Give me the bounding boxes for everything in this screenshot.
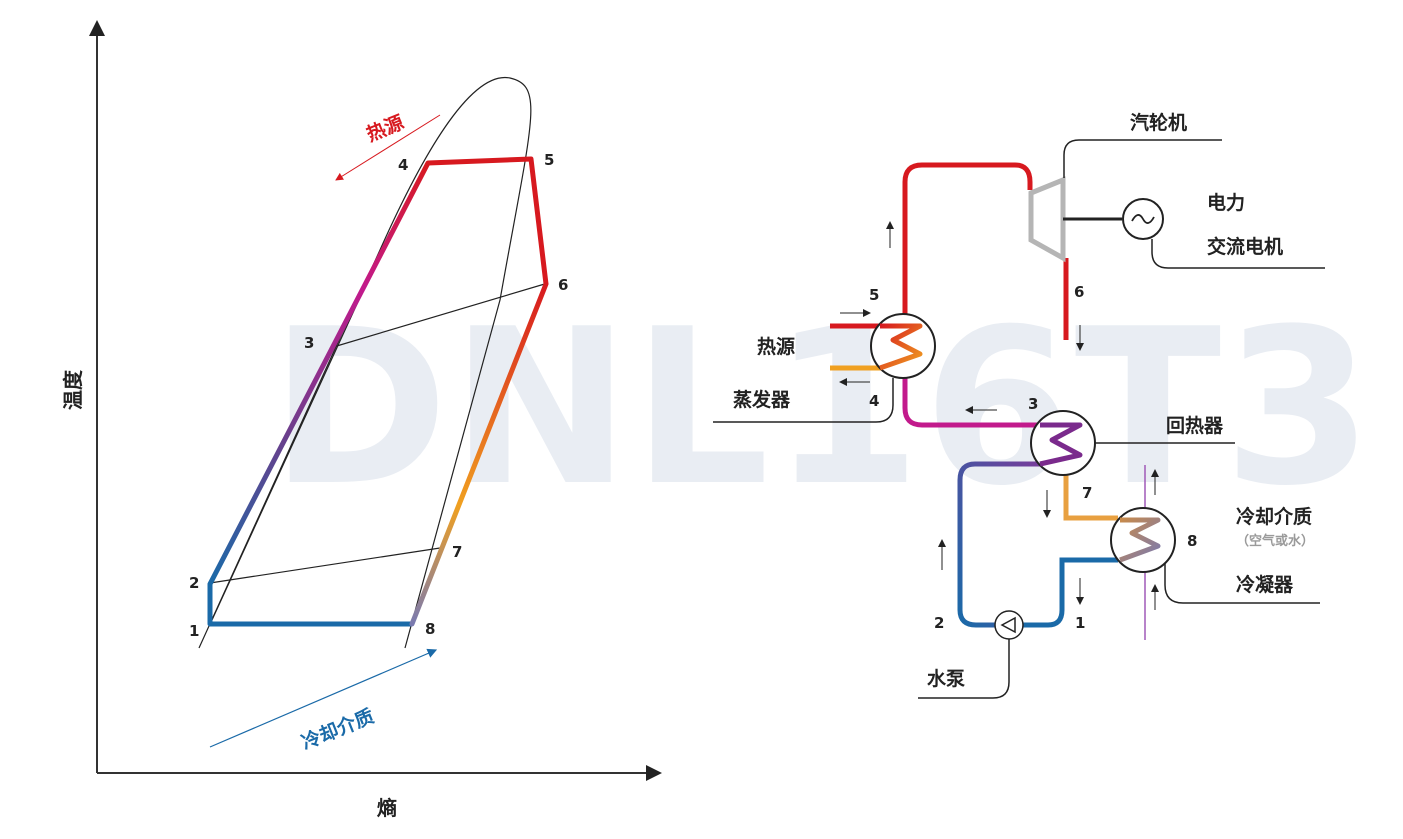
cycle-point-8: 8 <box>1187 532 1198 550</box>
generator-label: 交流电机 <box>1207 236 1284 258</box>
turbine-label: 汽轮机 <box>1130 112 1188 134</box>
ts-point-1: 1 <box>189 622 200 640</box>
condenser-leader <box>1164 563 1320 604</box>
cycle-point-4: 4 <box>869 392 880 410</box>
pipe-evaporator-to-recuperator <box>902 372 1045 428</box>
ts-point-8: 8 <box>425 620 436 638</box>
recuperator-coil <box>1039 422 1083 467</box>
pump-leader <box>918 639 1010 699</box>
cycle-hot-segment <box>427 156 549 285</box>
turbine-leader <box>1063 139 1222 178</box>
cycle-point-5: 5 <box>869 286 880 304</box>
cooling-medium-label: 冷却介质 <box>1236 506 1313 528</box>
watermark-text: DNL16T3 <box>270 282 1375 533</box>
ts-diagram <box>89 20 662 781</box>
ts-point-2: 2 <box>189 574 200 592</box>
heat-source-label: 热源 <box>757 336 796 358</box>
pipe-5-to-turbine <box>902 162 1033 318</box>
power-label: 电力 <box>1207 192 1246 214</box>
y-axis-label: 温度 <box>61 370 85 410</box>
cycle-schematic <box>713 139 1325 699</box>
line-2-7 <box>209 547 441 584</box>
ts-point-4: 4 <box>398 156 409 174</box>
ts-point-3: 3 <box>304 334 315 352</box>
evaporator-label: 蒸发器 <box>733 389 791 411</box>
cycle-cooling-segment <box>409 281 549 627</box>
saturation-dome <box>198 77 532 649</box>
evaporator-coil <box>879 323 923 371</box>
pipe-recuperator-to-pump-side <box>957 461 1045 628</box>
pipe-pump-to-condenser <box>1023 557 1118 628</box>
ts-point-5: 5 <box>544 151 555 169</box>
turbine-icon <box>1028 176 1066 263</box>
recuperator-label: 回热器 <box>1166 415 1224 437</box>
pipe-recuperator-to-condenser <box>1063 470 1118 521</box>
sine-wave-icon <box>1131 214 1155 224</box>
cooling-note-label: （空气或水） <box>1236 534 1315 549</box>
pump-triangle <box>1000 616 1016 634</box>
cycle-point-3: 3 <box>1028 395 1039 413</box>
condenser-label: 冷凝器 <box>1236 574 1294 596</box>
ts-point-7: 7 <box>452 543 463 561</box>
pump-label: 水泵 <box>927 668 966 690</box>
ts-point-6: 6 <box>558 276 569 294</box>
pump-icon <box>994 610 1024 640</box>
cycle-heating-segment <box>207 160 431 587</box>
evaporator-leader <box>713 378 894 423</box>
heat-source-arrow <box>335 114 441 181</box>
line-3-6 <box>329 282 549 349</box>
cycle-cold-segment <box>207 584 412 627</box>
cycle-point-1: 1 <box>1075 614 1086 632</box>
x-axis-label: 熵 <box>377 796 397 820</box>
cycle-point-2: 2 <box>934 614 945 632</box>
cycle-point-7: 7 <box>1082 484 1093 502</box>
generator-leader <box>1151 239 1325 269</box>
cycle-point-6: 6 <box>1074 283 1085 301</box>
cooling-medium-arrow <box>209 648 438 748</box>
condenser-coil <box>1119 517 1161 563</box>
